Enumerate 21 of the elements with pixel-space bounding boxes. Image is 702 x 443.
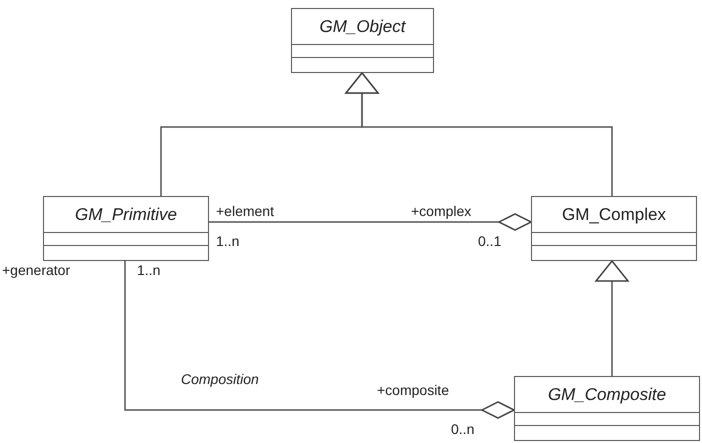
class-box [531, 196, 697, 261]
class-name: GM_Composite [515, 377, 699, 413]
multiplicity-label: 1..n [137, 262, 160, 278]
edge-label: Composition [181, 371, 259, 387]
aggregation-line [124, 261, 515, 419]
inheritance-arrow [595, 260, 629, 376]
multiplicity-label: 0..1 [478, 233, 502, 249]
inheritance-arrow [345, 72, 613, 196]
aggregation-line [209, 213, 532, 231]
class-box [291, 8, 434, 73]
class-box [43, 196, 209, 261]
multiplicity-label: 0..n [451, 421, 474, 437]
class-name: GM_Complex [532, 197, 696, 233]
class-box [514, 376, 700, 441]
role-label: +element [216, 203, 274, 219]
multiplicity-label: 1..n [216, 233, 240, 249]
role-label: +generator [2, 262, 70, 278]
role-label: +composite [377, 382, 449, 398]
class-name: GM_Object [292, 9, 433, 45]
class-name: GM_Primitive [44, 197, 208, 233]
role-label: +complex [411, 203, 472, 219]
